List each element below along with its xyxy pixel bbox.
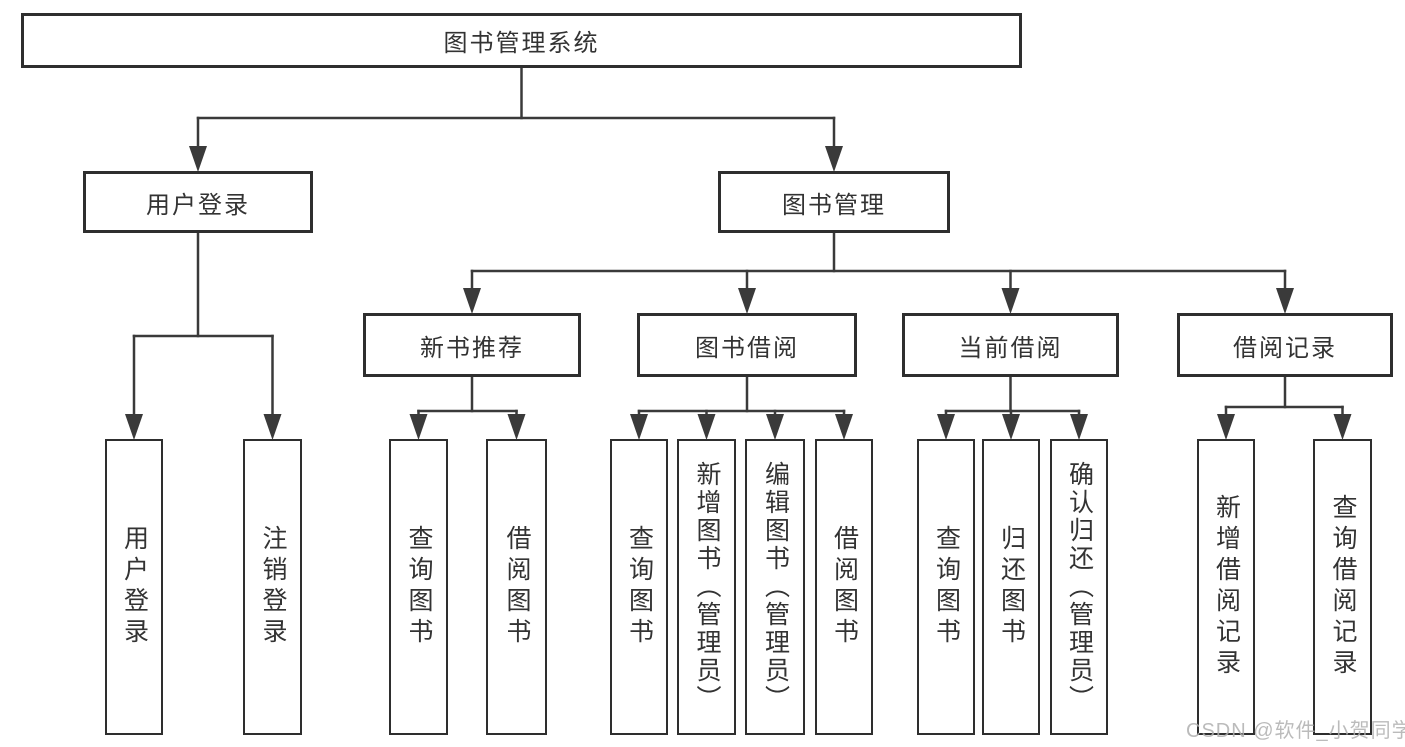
node-add-books-admin: 新增图书（管理员） [677,439,736,735]
node-label-edit-books-admin: 编辑图书（管理员） [761,461,790,713]
node-new-book-recommend: 新书推荐 [363,313,581,377]
node-label-return-books: 归还图书 [997,525,1026,649]
node-borrowing-records: 借阅记录 [1177,313,1393,377]
arrowhead-icon [1333,414,1352,440]
arrowhead-icon [835,414,853,440]
node-logout: 注销登录 [243,439,302,735]
node-query-books-current: 查询图书 [917,439,975,735]
node-label-query-books-borrow: 查询图书 [625,525,654,649]
node-label-new-book-recommend: 新书推荐 [420,334,524,362]
node-label-confirm-return-admin: 确认归还（管理员） [1065,461,1094,713]
arrowhead-icon [1217,414,1235,440]
arrowhead-icon [507,414,526,440]
node-edit-books-admin: 编辑图书（管理员） [745,439,805,735]
node-add-borrow-record: 新增借阅记录 [1197,439,1255,735]
node-query-books-rec: 查询图书 [389,439,448,735]
node-user-login: 用户登录 [83,171,313,233]
node-label-user-login: 用户登录 [146,191,250,219]
arrowhead-icon [125,414,143,440]
node-label-borrow-books-borrow: 借阅图书 [830,525,859,649]
arrowhead-icon [1276,288,1294,314]
arrowhead-icon [409,414,428,440]
node-confirm-return-admin: 确认归还（管理员） [1050,439,1108,735]
node-query-borrow-record: 查询借阅记录 [1313,439,1372,735]
node-user-login-leaf: 用户登录 [105,439,163,735]
node-label-logout: 注销登录 [259,525,287,649]
node-query-books-borrow: 查询图书 [610,439,668,735]
node-return-books: 归还图书 [982,439,1040,735]
node-label-root: 图书管理系统 [443,30,600,57]
arrowhead-icon [463,288,481,314]
node-label-query-books-current: 查询图书 [932,525,961,649]
arrowhead-icon [630,414,648,440]
arrowhead-icon [766,414,784,440]
node-book-borrowing: 图书借阅 [637,313,857,377]
node-label-borrow-books-rec: 借阅图书 [503,525,531,649]
node-borrow-books-rec: 借阅图书 [486,439,547,735]
node-label-query-books-rec: 查询图书 [405,525,433,649]
node-label-add-books-admin: 新增图书（管理员） [693,461,721,713]
node-label-book-borrowing: 图书借阅 [695,334,799,362]
node-label-query-borrow-record: 查询借阅记录 [1329,494,1357,680]
node-label-user-login-leaf: 用户登录 [120,525,149,649]
node-current-borrowing: 当前借阅 [902,313,1119,377]
arrowhead-icon [1002,414,1020,440]
arrowhead-icon [697,414,716,440]
arrowhead-icon [1001,288,1020,314]
arrowhead-icon [738,288,756,314]
node-label-current-borrowing: 当前借阅 [958,334,1063,362]
node-borrow-books-borrow: 借阅图书 [815,439,873,735]
node-root: 图书管理系统 [21,13,1022,68]
arrowhead-icon [1070,414,1088,440]
node-book-management: 图书管理 [718,171,950,233]
arrowhead-icon [937,414,955,440]
csdn-watermark: CSDN @软件_小贺同学 [1186,720,1405,742]
node-label-book-management: 图书管理 [782,191,886,219]
node-label-borrowing-records: 借阅记录 [1233,334,1337,362]
arrowhead-icon [189,146,207,172]
arrowhead-icon [263,414,282,440]
node-label-add-borrow-record: 新增借阅记录 [1212,494,1241,680]
arrowhead-icon [825,146,843,172]
